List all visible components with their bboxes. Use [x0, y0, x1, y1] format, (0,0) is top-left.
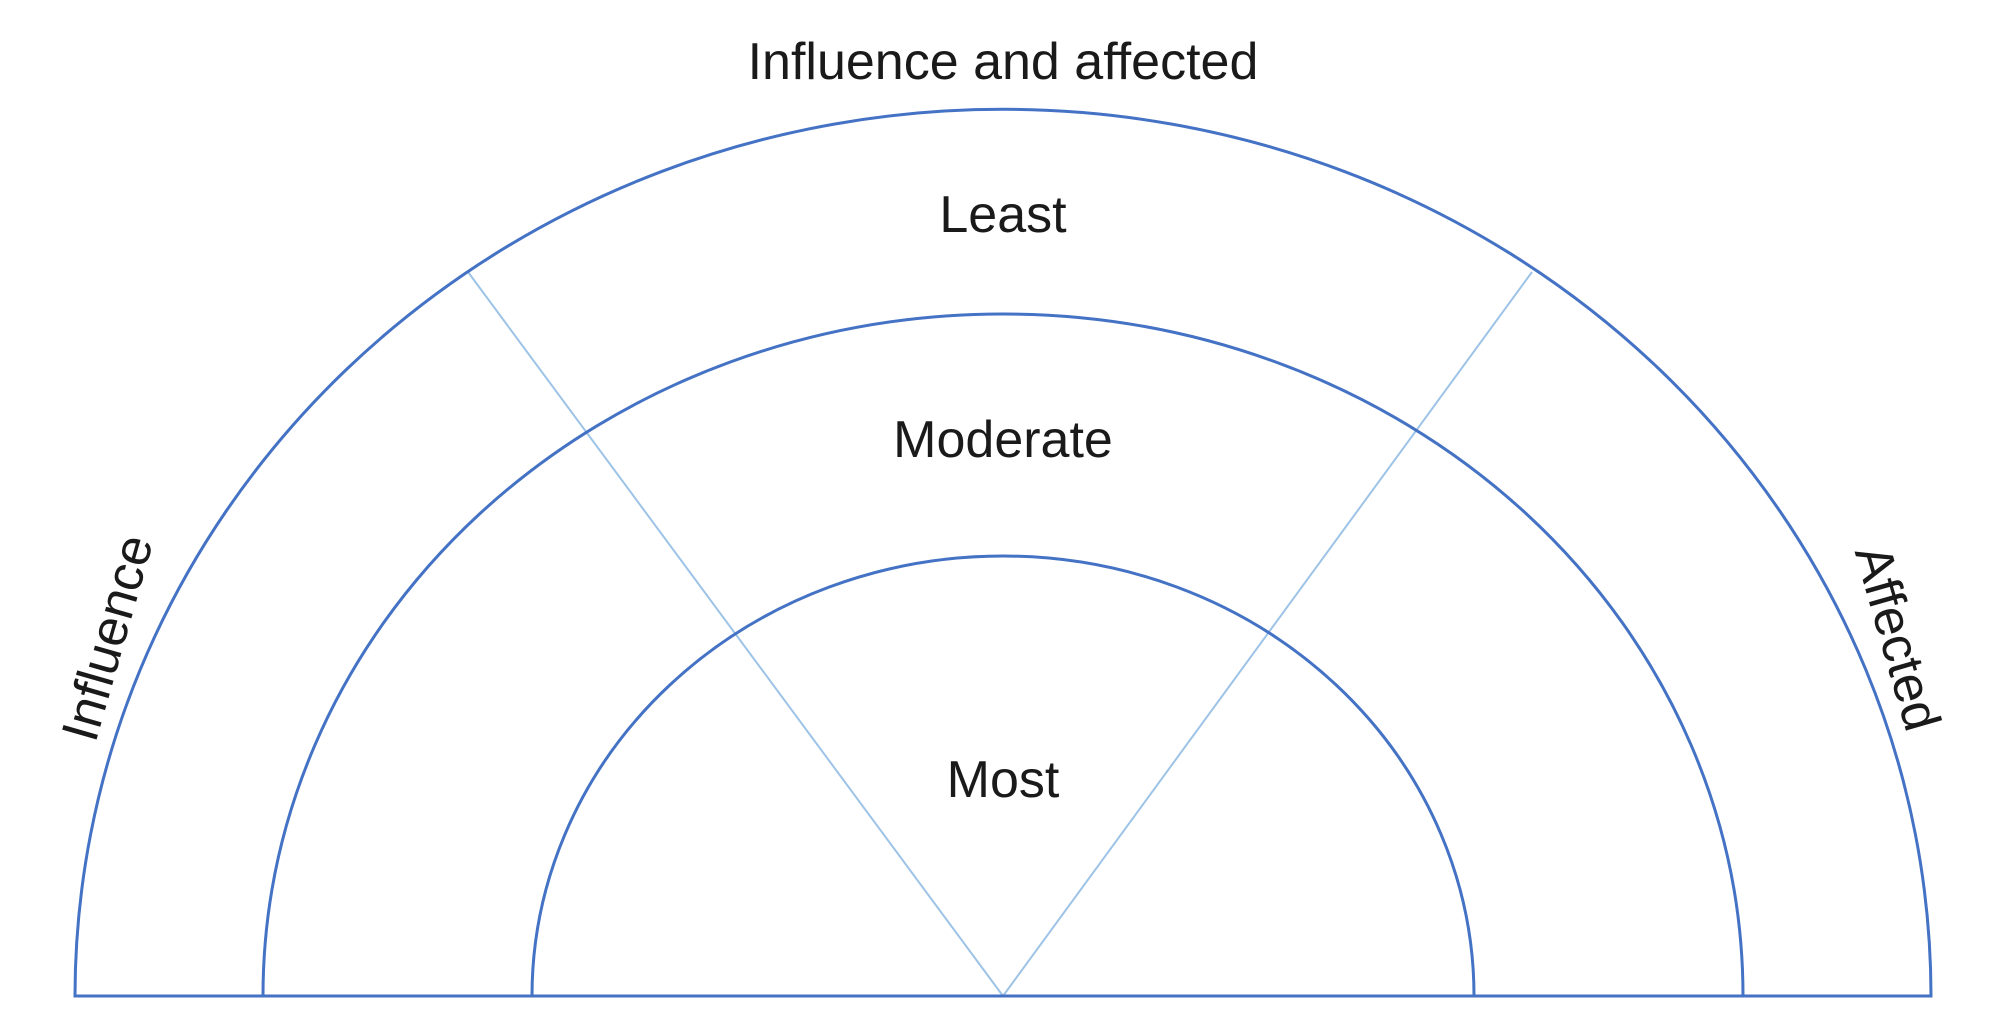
ring-least	[73, 107, 1933, 998]
divider-line-right	[1002, 271, 1533, 997]
side-label-affected: Affected	[1843, 539, 1951, 737]
side-label-influence: Influence	[51, 529, 165, 748]
diagram-title: Influence and affected	[748, 33, 1259, 91]
ring-moderate	[261, 312, 1745, 998]
ring-label-least: Least	[939, 186, 1067, 244]
ring-label-most: Most	[947, 751, 1060, 809]
ring-label-moderate: Moderate	[893, 411, 1113, 469]
ring-most	[530, 554, 1476, 998]
